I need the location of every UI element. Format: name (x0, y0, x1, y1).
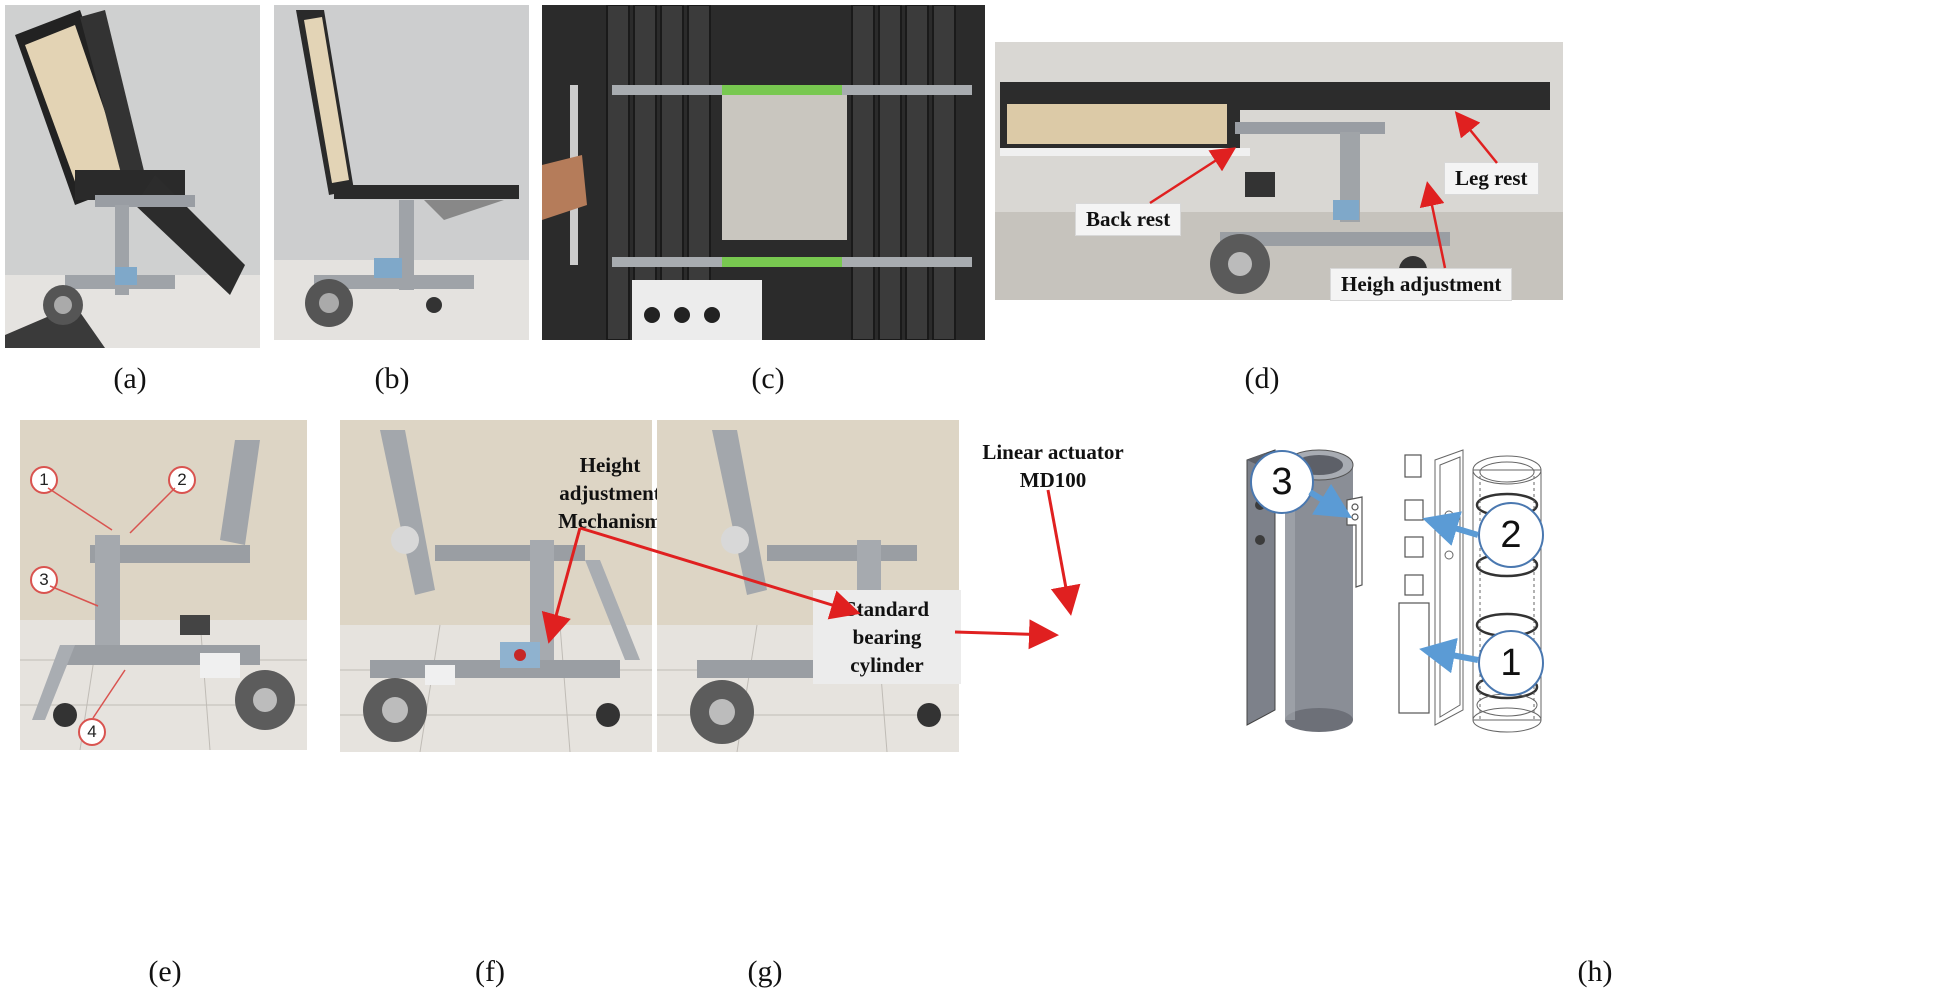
photo-a (5, 5, 260, 348)
cad-drawing-h (1235, 425, 1950, 770)
arrow-actuator (1046, 489, 1081, 616)
photo-g (657, 420, 959, 752)
linear-actuator-label: Linear actuator MD100 (982, 440, 1124, 492)
caption-g: (g) (747, 955, 783, 988)
photo-b (274, 5, 529, 340)
caption-h: (h) (1577, 955, 1613, 988)
caption-c: (c) (751, 362, 785, 395)
marker-3: 3 (30, 566, 58, 594)
back-rest-label: Back rest (1075, 203, 1182, 236)
caption-e: (e) (148, 955, 182, 988)
marker-1: 1 (30, 466, 58, 494)
caption-a: (a) (113, 362, 147, 395)
caption-d: (d) (1244, 362, 1280, 395)
marker-2: 2 (168, 466, 196, 494)
leg-rest-label: Leg rest (1444, 162, 1539, 195)
caption-f: (f) (475, 955, 505, 988)
caption-b: (b) (374, 362, 410, 395)
photo-e (20, 420, 307, 750)
part-1-marker: 1 (1478, 630, 1544, 696)
photo-f (340, 420, 652, 752)
standard-bearing-cylinder-label: Standard bearing cylinder (813, 590, 961, 684)
marker-4: 4 (78, 718, 106, 746)
height-adjustment-label: Heigh adjustment (1330, 268, 1513, 301)
part-2-marker: 2 (1478, 502, 1544, 568)
part-3-marker: 3 (1250, 450, 1314, 514)
photo-c (542, 5, 985, 340)
arrow-bearing (954, 619, 1059, 650)
